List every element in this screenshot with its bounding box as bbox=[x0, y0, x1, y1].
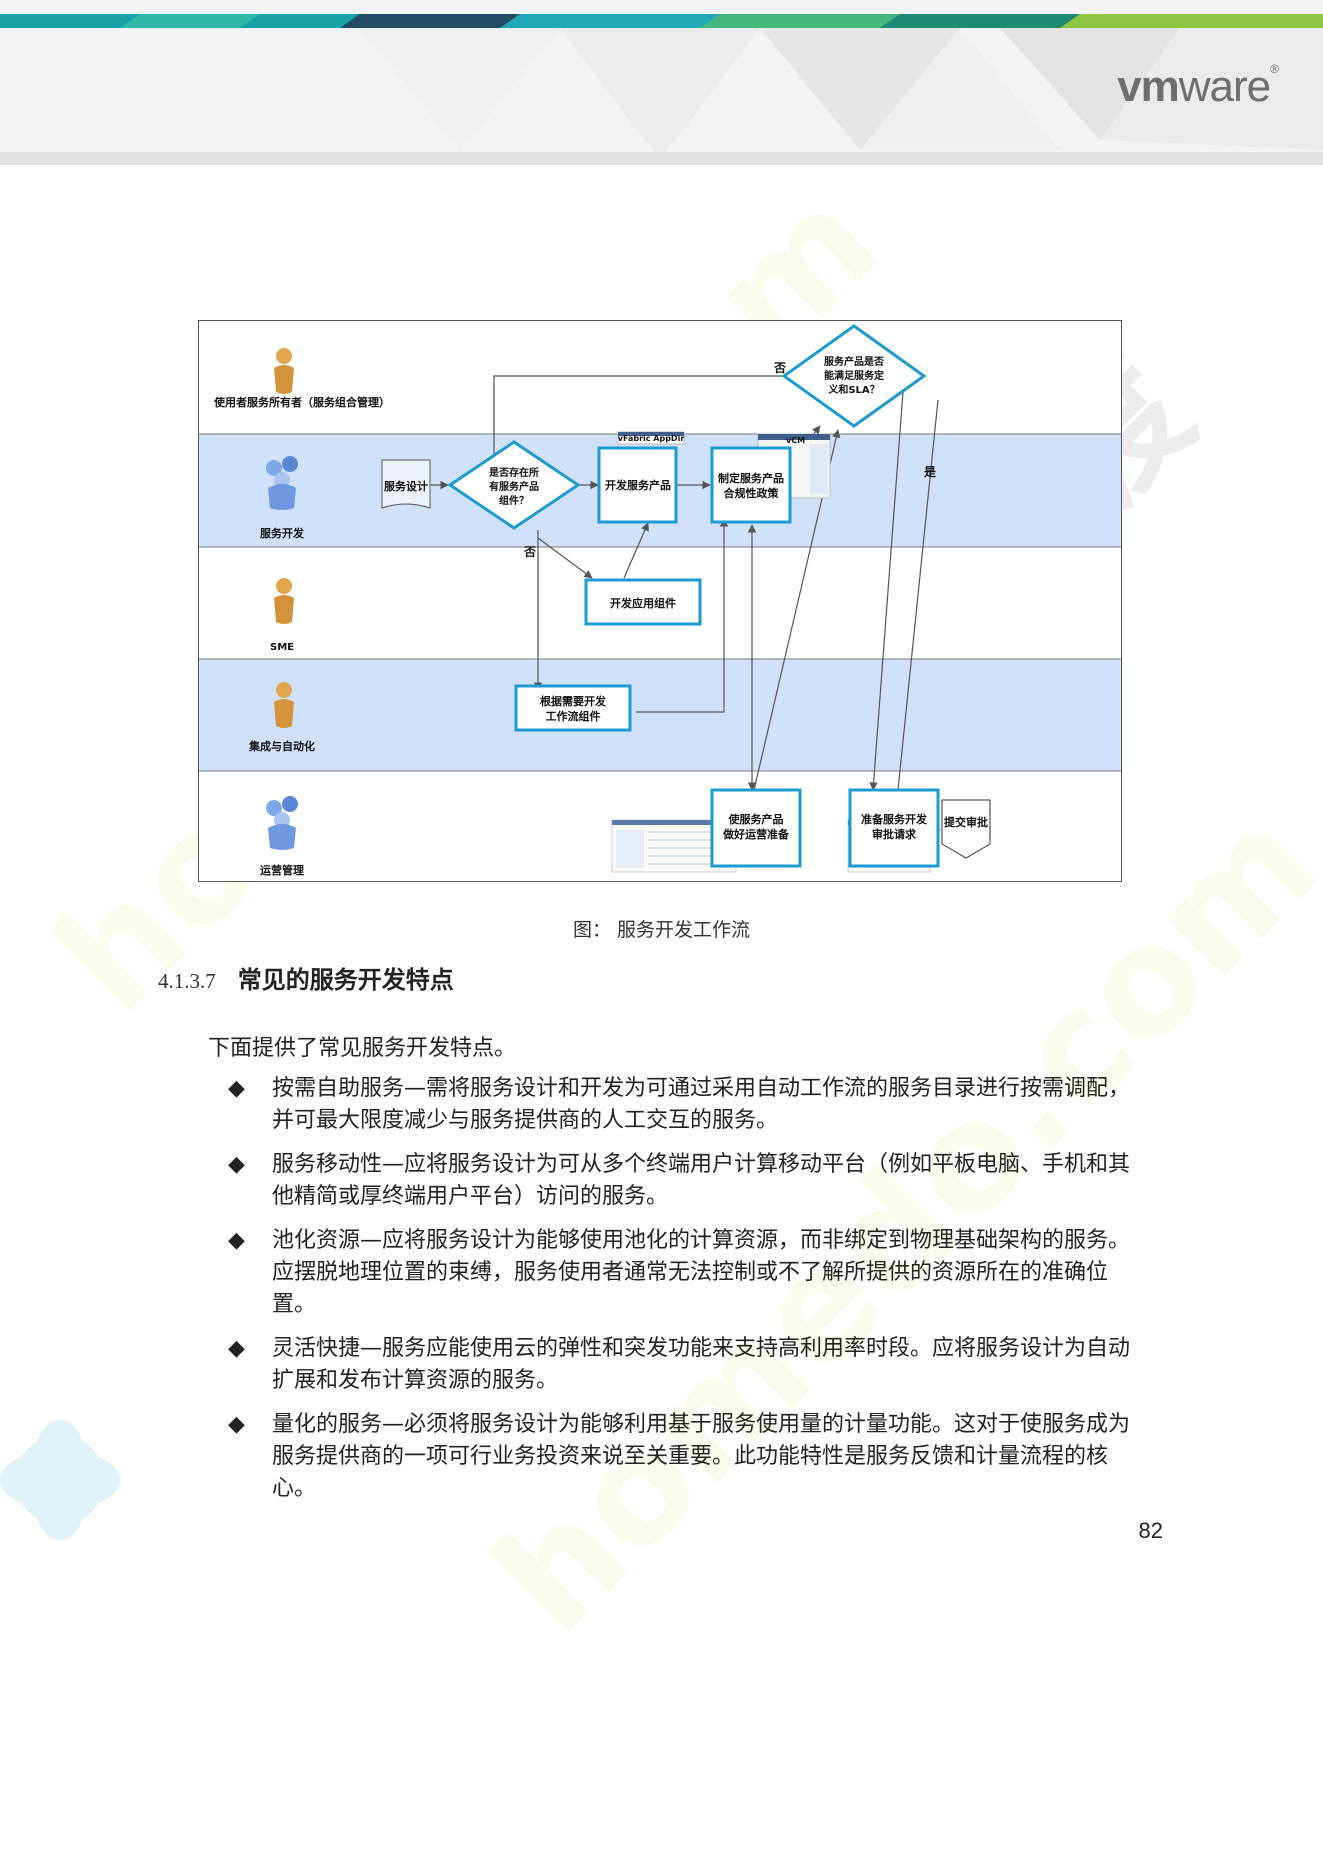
svg-text:根据需要开发: 根据需要开发 bbox=[540, 694, 607, 708]
svg-text:vCM: vCM bbox=[786, 436, 805, 445]
section-number: 4.1.3.7 bbox=[158, 969, 216, 993]
svg-text:提交审批: 提交审批 bbox=[944, 815, 988, 829]
svg-text:是否存在所: 是否存在所 bbox=[488, 466, 539, 479]
header-banner bbox=[0, 0, 1323, 165]
node-decision-components: 是否存在所 有服务产品 组件？ bbox=[447, 440, 581, 530]
lane-label-sme: SME bbox=[270, 642, 294, 653]
node-approval-request: 准备服务开发 审批请求 bbox=[848, 788, 940, 868]
section-heading: 4.1.3.7 常见的服务开发特点 bbox=[158, 960, 454, 995]
figure-caption: 图： 服务开发工作流 bbox=[572, 919, 751, 941]
lane-integration bbox=[198, 659, 1122, 771]
service-dev-workflow-diagram: 使用者服务所有者（服务组合管理） 服务开发 SME 集成与自动化 运营管理 bbox=[198, 320, 1122, 882]
section-title: 常见的服务开发特点 bbox=[237, 965, 454, 994]
intro-paragraph: 下面提供了常见服务开发特点。 bbox=[208, 1036, 517, 1061]
svg-text:义和SLA？: 义和SLA？ bbox=[828, 383, 879, 396]
node-workflow-component: 根据需要开发 工作流组件 bbox=[514, 684, 632, 732]
svg-text:工作流组件: 工作流组件 bbox=[546, 709, 601, 723]
svg-text:做好运营准备: 做好运营准备 bbox=[722, 827, 790, 841]
lane-label-dev: 服务开发 bbox=[260, 526, 305, 540]
group-icon bbox=[266, 456, 298, 510]
person-icon bbox=[274, 348, 294, 394]
svg-text:能满足服务定: 能满足服务定 bbox=[824, 369, 884, 382]
lane-label-consumer: 使用者服务所有者（服务组合管理） bbox=[213, 395, 390, 409]
lane-consumer bbox=[198, 320, 1122, 434]
node-compliance-policy: 制定服务产品 合规性政策 bbox=[710, 446, 792, 524]
svg-text:服务设计: 服务设计 bbox=[384, 479, 428, 493]
node-service-design: 服务设计 bbox=[381, 459, 431, 509]
page-number: 82 bbox=[1138, 1518, 1163, 1543]
svg-text:审批请求: 审批请求 bbox=[872, 827, 917, 841]
list-item: ◆灵活快捷—服务应能使用云的弹性和突发功能来支持高利用率时段。应将服务设计为自动… bbox=[228, 1333, 1138, 1397]
node-develop-app-component: 开发应用组件 bbox=[584, 578, 702, 626]
svg-text:服务产品是否: 服务产品是否 bbox=[824, 355, 884, 368]
person-icon bbox=[274, 578, 294, 624]
node-decision-sla: 服务产品是否 能满足服务定 义和SLA？ bbox=[781, 324, 927, 428]
svg-text:组件？: 组件？ bbox=[499, 494, 529, 507]
flower-icon bbox=[0, 1420, 120, 1540]
node-develop-product: 开发服务产品 bbox=[597, 446, 678, 524]
workflow-svg: 使用者服务所有者（服务组合管理） 服务开发 SME 集成与自动化 运营管理 bbox=[198, 320, 1122, 882]
node-submit-approval: 提交审批 bbox=[941, 799, 991, 859]
svg-text:开发应用组件: 开发应用组件 bbox=[610, 596, 676, 610]
svg-text:使服务产品: 使服务产品 bbox=[728, 812, 784, 826]
lane-label-integration: 集成与自动化 bbox=[248, 739, 315, 753]
diamond-bullet-icon: ◆ bbox=[228, 1228, 245, 1253]
diamond-bullet-icon: ◆ bbox=[228, 1336, 245, 1361]
list-item: ◆服务移动性—应将服务设计为可从多个终端用户计算移动平台（例如平板电脑、手机和其… bbox=[228, 1149, 1138, 1213]
edge-label-no: 否 bbox=[773, 361, 786, 375]
svg-text:有服务产品: 有服务产品 bbox=[489, 480, 539, 493]
node-ops-ready: 使服务产品 做好运营准备 bbox=[710, 788, 802, 868]
bullet-list: ◆按需自助服务—需将服务设计和开发为可通过采用自动工作流的服务目录进行按需调配，… bbox=[228, 1073, 1138, 1517]
svg-text:合规性政策: 合规性政策 bbox=[724, 486, 780, 500]
vmware-logo: vmware® bbox=[1117, 62, 1279, 111]
person-icon bbox=[274, 682, 294, 728]
list-item: ◆池化资源—应将服务设计为能够使用池化的计算资源，而非绑定到物理基础架构的服务。… bbox=[228, 1225, 1138, 1321]
group-icon bbox=[266, 796, 298, 850]
screenshot-thumbnail: vFabric AppDir bbox=[617, 431, 685, 445]
edge-label-no: 否 bbox=[523, 545, 536, 559]
diamond-bullet-icon: ◆ bbox=[228, 1152, 245, 1177]
svg-text:开发服务产品: 开发服务产品 bbox=[605, 478, 671, 492]
svg-text:准备服务开发: 准备服务开发 bbox=[861, 812, 928, 826]
list-item: ◆按需自助服务—需将服务设计和开发为可通过采用自动工作流的服务目录进行按需调配，… bbox=[228, 1073, 1138, 1137]
diamond-bullet-icon: ◆ bbox=[228, 1076, 245, 1101]
diamond-bullet-icon: ◆ bbox=[228, 1412, 245, 1437]
page-header: vmware® bbox=[0, 0, 1323, 165]
svg-text:vFabric AppDir: vFabric AppDir bbox=[618, 434, 685, 443]
svg-text:制定服务产品: 制定服务产品 bbox=[718, 471, 784, 485]
lane-label-ops: 运营管理 bbox=[260, 863, 304, 877]
list-item: ◆量化的服务—必须将服务设计为能够利用基于服务使用量的计量功能。这对于使服务成为… bbox=[228, 1409, 1138, 1505]
edge-label-yes: 是 bbox=[923, 465, 937, 479]
